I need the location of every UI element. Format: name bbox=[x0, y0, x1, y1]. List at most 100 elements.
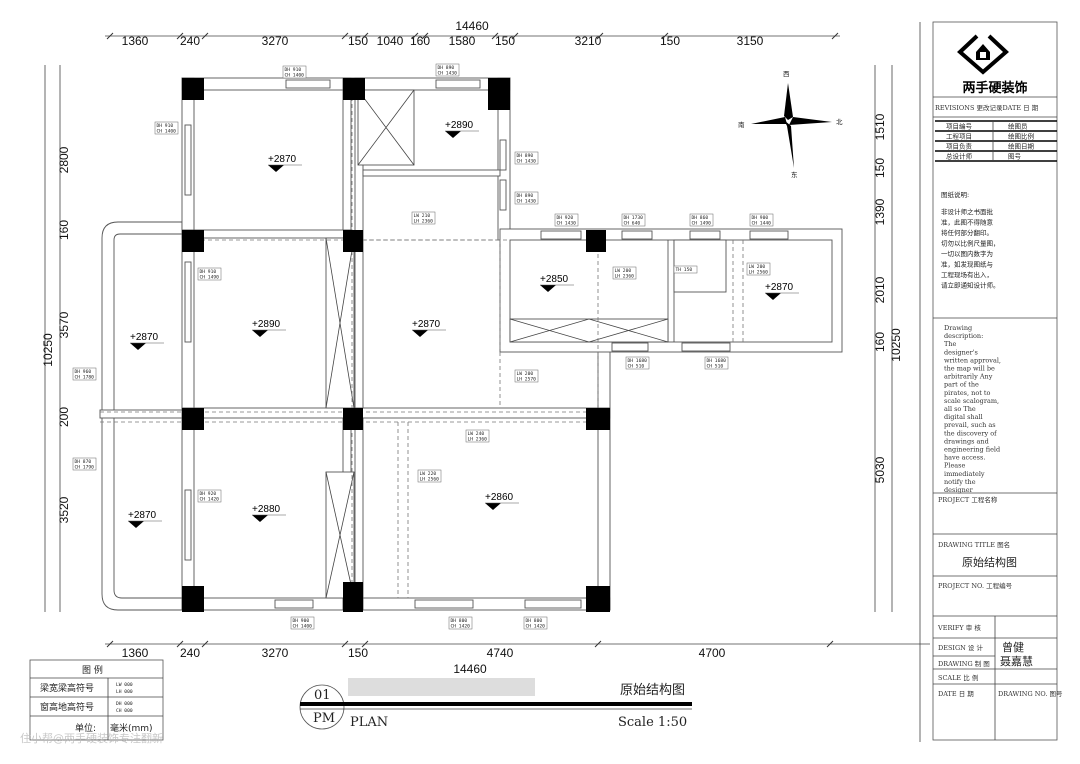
redacted-area bbox=[348, 678, 535, 696]
opening-tag: TH 150 bbox=[673, 265, 698, 274]
elevation-marker-icon bbox=[130, 343, 146, 350]
legend-window-label: 窗高地高符号 bbox=[40, 701, 94, 713]
tag-line-1: DH 910 bbox=[157, 123, 174, 129]
info-row-value: 绘图比例 bbox=[1008, 132, 1034, 141]
left-dimension: 3570 bbox=[57, 311, 71, 338]
tag-line-1: TH 150 bbox=[676, 267, 693, 273]
tag-line-2: CH 1440 bbox=[752, 221, 772, 227]
compass-east: 东 bbox=[791, 170, 798, 179]
legend-title: 图 例 bbox=[82, 664, 103, 676]
right-dimension: 150 bbox=[873, 158, 887, 178]
elevation-label: +2860 bbox=[485, 492, 514, 503]
note-line-en: all so The bbox=[944, 405, 976, 413]
note-line-en: digital shall bbox=[944, 413, 983, 421]
bottom-dimension: 4740 bbox=[487, 646, 514, 660]
elevation-marker-icon bbox=[540, 285, 556, 292]
company-name: 两手硬装饰 bbox=[962, 80, 1027, 96]
tag-line-1: LW 240 bbox=[468, 431, 485, 437]
tag-line-2: CH 640 bbox=[624, 221, 641, 227]
drawing-subtitle: PLAN bbox=[350, 715, 388, 730]
tag-line-2: CH 1790 bbox=[75, 465, 95, 471]
tag-line-2: CH 510 bbox=[628, 364, 645, 370]
elevation-label: +2870 bbox=[128, 510, 157, 521]
left-dimension: 160 bbox=[57, 220, 71, 240]
tag-line-2: CH 1420 bbox=[526, 624, 546, 630]
bottom-total-dimension: 14460 bbox=[453, 662, 487, 676]
elevation-marker-icon bbox=[412, 330, 428, 337]
design-label: DESIGN 设 计 bbox=[938, 643, 983, 652]
note-line-en: description: bbox=[944, 332, 983, 340]
walls bbox=[99, 77, 843, 611]
info-row-value: 图号 bbox=[1008, 153, 1022, 161]
watermark: 住小帮@两手硬装饰专注翻新 bbox=[20, 731, 163, 745]
top-dimension: 150 bbox=[495, 34, 515, 48]
info-row-value: 绘图员 bbox=[1008, 122, 1028, 131]
right-dimension: 5030 bbox=[873, 456, 887, 483]
project-label: PROJECT 工程名称 bbox=[938, 495, 998, 504]
tag-line-2: CH 1430 bbox=[517, 159, 537, 165]
note-line-en: Please bbox=[944, 462, 966, 470]
info-row-label: 工程项目 bbox=[946, 132, 972, 141]
date-label: DATE 日 期 bbox=[938, 690, 974, 698]
tag-line-1: DH 890 bbox=[517, 153, 534, 159]
company-logo: 两手硬装饰 bbox=[957, 34, 1028, 96]
top-dimension: 1360 bbox=[122, 34, 149, 48]
tag-line-1: DH 890 bbox=[438, 65, 455, 71]
bottom-dimension: 150 bbox=[348, 646, 368, 660]
dimension-lines bbox=[44, 35, 930, 645]
left-dimension: 2800 bbox=[57, 146, 71, 173]
elevation-label: +2850 bbox=[540, 274, 569, 285]
info-row-value: 绘图日期 bbox=[1008, 142, 1035, 151]
bottom-dimension: 240 bbox=[180, 646, 200, 660]
notes-title: 图纸说明: bbox=[941, 190, 969, 199]
drawing-no-label: DRAWING NO. 图号 bbox=[998, 690, 1063, 698]
project-no-label: PROJECT NO. 工程编号 bbox=[938, 581, 1013, 590]
drawing-title-main: 原始结构图 bbox=[620, 683, 685, 698]
bottom-dimension: 3270 bbox=[262, 646, 289, 660]
top-dimension: 3270 bbox=[262, 34, 289, 48]
info-row-label: 项目编号 bbox=[946, 122, 973, 131]
tag-line-2: CH 1490 bbox=[200, 275, 220, 281]
top-dimension: 150 bbox=[660, 34, 680, 48]
tag-line-2: CH 1430 bbox=[517, 199, 537, 205]
elevation-label: +2870 bbox=[130, 332, 159, 343]
tag-line-1: LW 200 bbox=[517, 371, 534, 377]
note-line: 准，此图不得随意 bbox=[941, 218, 994, 227]
note-line: 将任何部分翻印。 bbox=[941, 228, 993, 237]
tag-line-1: DH 910 bbox=[200, 269, 217, 275]
tag-line-2: LH 2560 bbox=[420, 477, 440, 483]
right-dimension: 1510 bbox=[873, 113, 887, 140]
tag-line-1: DH 960 bbox=[75, 369, 92, 375]
tag-line-1: DH 800 bbox=[451, 618, 468, 624]
tag-line-1: DH 1730 bbox=[624, 215, 644, 221]
tag-line-2: CH 510 bbox=[707, 364, 724, 370]
columns bbox=[182, 78, 610, 612]
tag-line-1: DH 910 bbox=[285, 67, 302, 73]
legend-beam-label: 梁宽梁高符号 bbox=[40, 682, 94, 694]
elevation-label: +2890 bbox=[445, 120, 474, 131]
elevation-label: +2890 bbox=[252, 319, 281, 330]
note-line-en: notify the bbox=[944, 478, 976, 486]
right-dimension: 2010 bbox=[873, 276, 887, 303]
note-line-en: scale scalogram, bbox=[944, 397, 999, 405]
left-dimension: 200 bbox=[57, 407, 71, 427]
tag-line-2: LH 2560 bbox=[749, 270, 769, 276]
legend: 图 例 梁宽梁高符号 LW 000 LH 000 窗高地高符号 DH 000 C… bbox=[29, 659, 164, 741]
info-row-label: 项目负责 bbox=[946, 142, 973, 151]
compass-south: 南 bbox=[738, 120, 745, 129]
drawing-code: PM bbox=[313, 711, 335, 726]
note-line: 切勿以比例尺量图， bbox=[941, 239, 1000, 248]
note-line-en: part of the bbox=[944, 381, 979, 389]
note-line-en: engineering field bbox=[944, 446, 1000, 454]
